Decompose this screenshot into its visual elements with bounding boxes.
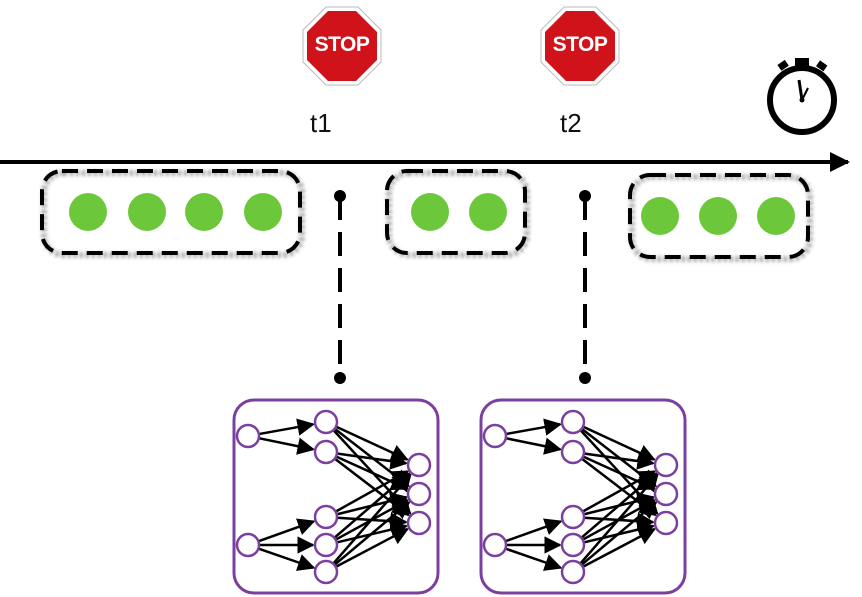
network-edge xyxy=(257,547,316,571)
network-edge xyxy=(579,473,659,565)
data-dot xyxy=(69,193,107,231)
network-node xyxy=(560,409,586,435)
stop-sign-icon xyxy=(302,6,382,86)
batch-group-1 xyxy=(40,169,305,258)
stop-sign-label: STOP xyxy=(314,33,370,56)
network-edge xyxy=(258,418,315,436)
network-node xyxy=(482,532,508,558)
network-node xyxy=(313,409,339,435)
data-dot xyxy=(757,197,795,235)
stop-connector-2 xyxy=(579,190,591,384)
stop-sign-label: STOP xyxy=(552,33,608,56)
network-edge xyxy=(504,518,563,543)
network-edge xyxy=(332,473,412,565)
data-dot xyxy=(411,193,449,231)
network-edge xyxy=(505,418,562,436)
data-dot xyxy=(641,197,679,235)
time-label-t2: t2 xyxy=(560,108,582,138)
data-dot xyxy=(469,193,507,231)
data-dot xyxy=(185,193,223,231)
network-node xyxy=(560,439,586,465)
network-edge xyxy=(257,518,316,543)
neural-network-1 xyxy=(235,409,432,585)
network-node xyxy=(653,481,679,507)
network-node xyxy=(560,504,586,530)
network-node xyxy=(406,510,432,536)
batch-group-3 xyxy=(628,173,813,262)
network-edge xyxy=(336,452,408,470)
neural-network-2 xyxy=(482,409,679,585)
batch-dots xyxy=(69,193,795,235)
network-node xyxy=(313,532,339,558)
network-node xyxy=(313,504,339,530)
data-dot xyxy=(244,193,282,231)
network-edge xyxy=(335,527,410,568)
data-dot xyxy=(699,197,737,235)
network-node xyxy=(235,532,261,558)
network-edge xyxy=(504,547,563,571)
stop-sign-icon xyxy=(540,6,620,86)
network-node xyxy=(560,532,586,558)
network-node xyxy=(313,439,339,465)
network-node xyxy=(406,452,432,478)
network-edge xyxy=(583,452,655,470)
network-node xyxy=(560,559,586,585)
time-label-t1: t1 xyxy=(310,108,332,138)
batch-group-2 xyxy=(385,169,530,258)
network-edge xyxy=(258,436,315,455)
stopwatch-icon xyxy=(767,58,837,135)
network-edge xyxy=(505,436,562,455)
network-edge xyxy=(333,501,411,566)
data-dot xyxy=(128,193,166,231)
network-node xyxy=(406,481,432,507)
network-node xyxy=(313,559,339,585)
network-node xyxy=(482,423,508,449)
network-node xyxy=(653,452,679,478)
network-node xyxy=(235,423,261,449)
network-edge xyxy=(580,501,658,566)
network-edge xyxy=(582,527,657,568)
stop-connector-1 xyxy=(334,190,346,384)
network-node xyxy=(653,510,679,536)
